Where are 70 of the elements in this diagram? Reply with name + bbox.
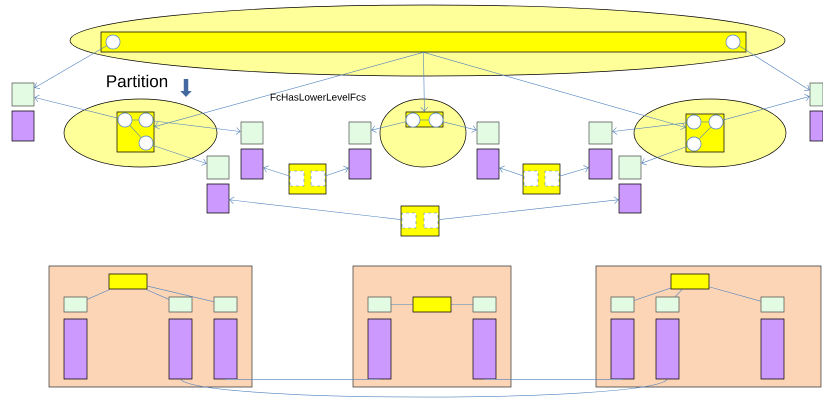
tall-rectangle bbox=[168, 318, 192, 380]
arrow bbox=[154, 52, 424, 130]
arrow bbox=[423, 52, 686, 130]
arrow bbox=[371, 121, 406, 133]
arrow bbox=[438, 196, 619, 220]
tall-rectangle bbox=[64, 318, 88, 380]
port-circle bbox=[428, 112, 444, 128]
arrow bbox=[641, 146, 688, 166]
small-square bbox=[348, 122, 372, 144]
port-circle bbox=[708, 114, 724, 130]
tall-rectangle bbox=[240, 148, 264, 180]
small-square bbox=[206, 156, 230, 180]
tall-rectangle bbox=[610, 318, 634, 380]
arrow bbox=[153, 120, 241, 135]
small-square bbox=[214, 296, 238, 312]
small-square bbox=[618, 156, 642, 180]
tall-rectangle bbox=[476, 148, 500, 180]
arrow bbox=[34, 45, 107, 89]
small-square bbox=[610, 296, 634, 312]
small-square bbox=[64, 296, 88, 312]
port-circle bbox=[118, 112, 132, 128]
small-square bbox=[476, 122, 500, 144]
arrow bbox=[152, 145, 207, 166]
port-circle bbox=[138, 136, 154, 150]
arrow bbox=[559, 165, 589, 177]
dashed-square bbox=[524, 170, 538, 186]
arrow bbox=[442, 121, 477, 133]
arrow bbox=[722, 94, 810, 120]
tall-rectangle bbox=[656, 318, 680, 380]
arrow bbox=[263, 165, 290, 176]
long-bar bbox=[100, 32, 746, 52]
tall-rectangle bbox=[472, 318, 496, 380]
arrow bbox=[420, 52, 428, 112]
dashed-square bbox=[310, 170, 326, 186]
small-square bbox=[760, 296, 784, 312]
text-label: Partition bbox=[107, 74, 168, 88]
dashed-square bbox=[544, 170, 560, 186]
port-circle bbox=[106, 34, 120, 50]
small-square bbox=[588, 122, 612, 144]
port-circle bbox=[726, 34, 740, 50]
tall-rectangle bbox=[206, 184, 230, 214]
tall-rectangle bbox=[588, 148, 612, 180]
arrow bbox=[325, 166, 349, 176]
small-square bbox=[656, 296, 680, 312]
small-square bbox=[472, 296, 496, 312]
port-circle bbox=[686, 136, 702, 152]
arrow bbox=[612, 122, 687, 135]
connector-box bbox=[108, 274, 148, 290]
small-square bbox=[368, 296, 392, 312]
connector-box bbox=[670, 274, 710, 290]
small-square bbox=[12, 82, 34, 106]
tall-rectangle bbox=[618, 184, 642, 214]
connector-box bbox=[412, 296, 452, 312]
dashed-square bbox=[402, 212, 416, 228]
tall-rectangle bbox=[12, 110, 34, 142]
port-circle bbox=[686, 114, 702, 130]
arrow bbox=[499, 166, 524, 176]
dashed-square bbox=[290, 170, 304, 186]
tall-rectangle bbox=[214, 318, 238, 380]
small-square bbox=[168, 296, 192, 312]
dashed-square bbox=[424, 212, 438, 228]
port-circle bbox=[406, 112, 420, 128]
tall-rectangle bbox=[760, 318, 784, 380]
small-square bbox=[240, 122, 264, 144]
arrow bbox=[34, 94, 118, 118]
arrow bbox=[229, 196, 402, 220]
port-circle bbox=[138, 112, 154, 128]
text-label: FcHasLowerLevelFcs bbox=[270, 93, 366, 101]
tall-rectangle bbox=[348, 148, 372, 180]
tall-rectangle bbox=[368, 318, 392, 380]
